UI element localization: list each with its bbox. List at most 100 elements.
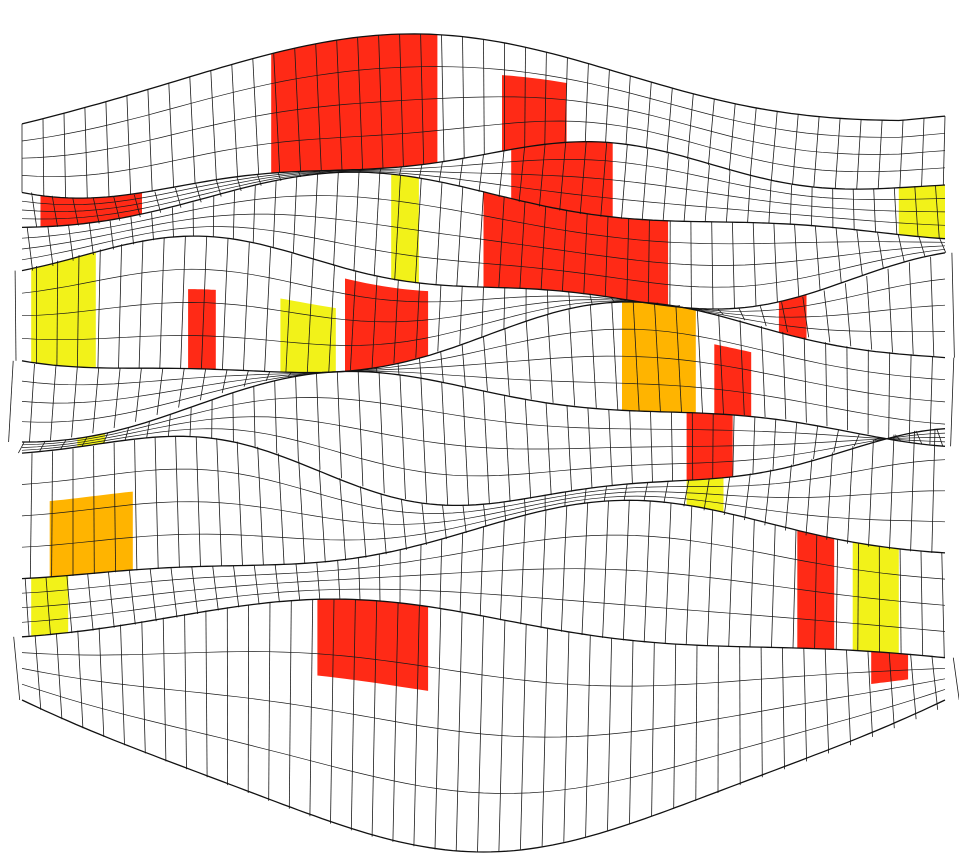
mesh-line [21, 490, 946, 525]
mesh-line [845, 283, 852, 347]
mesh-line [889, 434, 895, 550]
mesh-line [761, 326, 766, 418]
mesh-line [498, 196, 505, 288]
mesh-line [908, 262, 914, 355]
mesh-line [625, 75, 631, 145]
mesh-line [704, 165, 710, 222]
mesh-line [264, 247, 271, 372]
mesh-line [695, 644, 698, 801]
highlight-patches [31, 33, 945, 691]
highlight-patch [714, 344, 752, 417]
band-edge-curve [21, 141, 946, 199]
mesh-line [316, 373, 321, 470]
mesh-line [309, 599, 314, 817]
mesh-line [336, 371, 342, 479]
mesh-line [603, 485, 607, 501]
mesh-line [747, 176, 751, 223]
mesh-line [621, 144, 628, 219]
mesh-line [189, 76, 196, 185]
mesh-line [133, 194, 141, 218]
mesh-line [162, 617, 167, 762]
mesh-line [768, 181, 772, 224]
mesh-line [21, 328, 946, 386]
mesh-line [846, 649, 851, 746]
mesh-line [584, 488, 587, 503]
mesh-line [200, 369, 206, 401]
mesh-band [21, 33, 946, 199]
mesh-line [147, 89, 153, 192]
mesh-line [156, 368, 164, 415]
mesh-line [318, 469, 326, 563]
mesh-line [857, 543, 859, 651]
mesh-line [294, 48, 301, 172]
mesh-band [21, 172, 947, 310]
mesh-line [77, 254, 80, 368]
mesh-line [159, 237, 165, 369]
mesh-line [739, 320, 745, 416]
mesh-line [950, 357, 955, 447]
mesh-line [910, 653, 917, 720]
mesh-line [21, 459, 946, 514]
mesh-line [641, 148, 649, 221]
mesh-line [92, 197, 100, 224]
mesh-band [18, 371, 946, 506]
mesh-line [434, 608, 442, 850]
mesh-line [760, 646, 763, 778]
band-edges [21, 33, 946, 853]
highlight-patch [188, 289, 216, 370]
mesh-line [31, 192, 38, 228]
mesh-line [21, 268, 946, 312]
mesh-line [646, 82, 652, 149]
mesh-line [717, 308, 724, 315]
mesh-line [98, 627, 105, 737]
mesh-line [803, 337, 807, 423]
mesh-line [21, 355, 946, 404]
wireframe-mesh [8, 33, 959, 853]
mesh-line [231, 64, 238, 178]
mesh-line [654, 302, 661, 412]
mesh-line [696, 309, 703, 413]
mesh-line [236, 441, 243, 566]
mesh-line [350, 599, 356, 831]
mesh-band [8, 301, 955, 447]
mesh-line [685, 506, 693, 646]
mesh-line [910, 430, 915, 552]
mesh-line [273, 53, 281, 174]
mesh-line [846, 346, 848, 431]
band-edge-curve [22, 370, 946, 447]
mesh-line [728, 103, 736, 172]
mesh-line [51, 451, 53, 578]
mesh-line [929, 355, 933, 445]
band-edge-curve [21, 301, 946, 374]
mesh-line [97, 249, 101, 369]
mesh-line [21, 534, 946, 594]
mesh-line [154, 437, 159, 569]
mesh-line [339, 478, 347, 561]
mesh-line [178, 368, 185, 408]
mesh-line [56, 260, 59, 367]
mesh-line [21, 66, 946, 142]
mesh-line [357, 371, 364, 487]
mesh-line [852, 189, 855, 231]
mesh-line [789, 185, 792, 225]
mesh-line [519, 201, 526, 289]
mesh-line [89, 223, 94, 256]
mesh-line [71, 367, 78, 438]
mesh-line [782, 647, 785, 770]
band-edge-curve [21, 499, 946, 580]
mesh-line [675, 305, 682, 413]
mesh-line [847, 446, 854, 544]
mesh-line [138, 240, 144, 369]
mesh-line [45, 577, 51, 636]
mesh-line [866, 275, 873, 350]
mesh-line [21, 568, 946, 609]
mesh-line [455, 612, 463, 852]
mesh-line [823, 290, 831, 343]
mesh-line [803, 648, 807, 762]
mesh-line [739, 646, 741, 786]
mesh-line [749, 107, 757, 177]
mesh-line [130, 217, 134, 245]
mesh-line [126, 95, 132, 195]
band-edge-curve [21, 598, 946, 659]
